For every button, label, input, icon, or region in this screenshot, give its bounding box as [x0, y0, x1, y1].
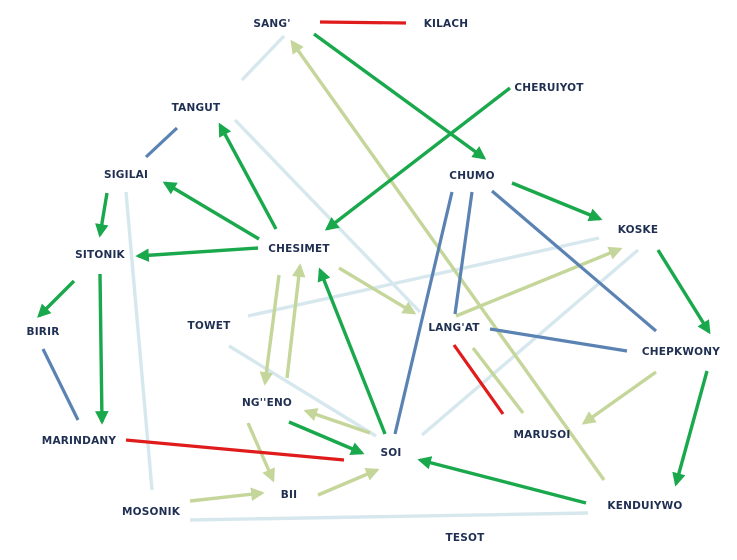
node-ngeno: NG''ENO [242, 397, 292, 409]
node-kenduiywo: KENDUIYWO [607, 500, 682, 512]
node-chesimet: CHESIMET [268, 243, 330, 255]
edge-birir-marindany [41, 348, 80, 421]
edge-chesimet-tangut [218, 122, 278, 230]
edge-langat-koske [455, 246, 623, 318]
edge-chesimet-sigilai [162, 181, 260, 241]
edge-sang-tangut [240, 34, 286, 82]
edge-tangut-sigilai [144, 126, 179, 159]
node-cheruiyot: CHERUIYOT [514, 82, 584, 94]
edge-sigilai-sitonik [95, 192, 109, 238]
node-tesot: TESOT [446, 532, 486, 544]
edge-marindany-soi [125, 438, 345, 462]
edge-chepkwony-marusoi [581, 370, 657, 425]
edge-chumo-langat [453, 191, 474, 315]
edge-chumo-soi [393, 191, 454, 435]
edge-ngeno-soi [288, 420, 365, 456]
node-langat: LANG'AT [428, 322, 480, 334]
node-chepkwony: CHEPKWONY [642, 346, 720, 358]
edge-chesimet-langat [338, 266, 417, 315]
node-birir: BIRIR [27, 326, 60, 338]
node-mosonik: MOSONIK [122, 506, 181, 518]
edge-marusoi-langat [471, 346, 525, 415]
edge-chepkwony-kenduiywo [672, 370, 709, 487]
node-kilach: KILACH [424, 18, 469, 30]
node-marindany: MARINDANY [42, 435, 117, 447]
node-koske: KOSKE [618, 224, 658, 236]
edge-koske-chepkwony [656, 249, 711, 335]
node-tangut: TANGUT [172, 102, 221, 114]
edges-layer [37, 20, 711, 522]
edge-koske-soi [420, 248, 640, 437]
edge-mosonik-bii [189, 487, 265, 503]
edge-sitonik-birir [37, 279, 76, 318]
edge-sigilai-mosonik [124, 191, 154, 491]
edge-sitonik-marindany [95, 273, 109, 425]
edge-sang-chumo [312, 32, 487, 160]
edge-sang-kilach [319, 20, 407, 25]
edge-towet-soi [228, 344, 377, 438]
edge-soi-chesimet [317, 267, 387, 435]
edge-kenduiywo-soi [417, 456, 587, 505]
edge-tangut-langat [233, 118, 422, 314]
node-bii: BII [281, 489, 297, 501]
node-marusoi: MARUSOI [514, 429, 571, 441]
edge-chumo-chepkwony [490, 189, 658, 333]
node-soi: SOI [381, 447, 402, 459]
edge-chesimet-ngeno [259, 274, 281, 386]
edge-cheruiyot-chesimet [324, 86, 512, 231]
node-sigilai: SIGILAI [104, 169, 148, 181]
edge-langat-marusoi [452, 344, 505, 415]
node-labels: SANG' KILACH CHERUIYOT TANGUT SIGILAI CH… [27, 18, 721, 544]
edge-ngeno-chesimet [285, 263, 306, 379]
node-sitonik: SITONIK [75, 249, 125, 261]
edge-kenduiywo-sang [290, 39, 606, 481]
edge-towet-koske [247, 236, 600, 318]
node-sang: SANG' [253, 18, 290, 30]
edge-langat-chepkwony [489, 327, 628, 353]
edge-chesimet-sitonik [135, 246, 259, 263]
node-towet: TOWET [187, 320, 231, 332]
node-chumo: CHUMO [449, 170, 494, 182]
edge-bii-soi [317, 467, 380, 497]
edge-chumo-koske [511, 181, 603, 222]
edge-mosonik-kenduiywo [189, 511, 589, 522]
edge-soi-ngeno [303, 408, 371, 435]
